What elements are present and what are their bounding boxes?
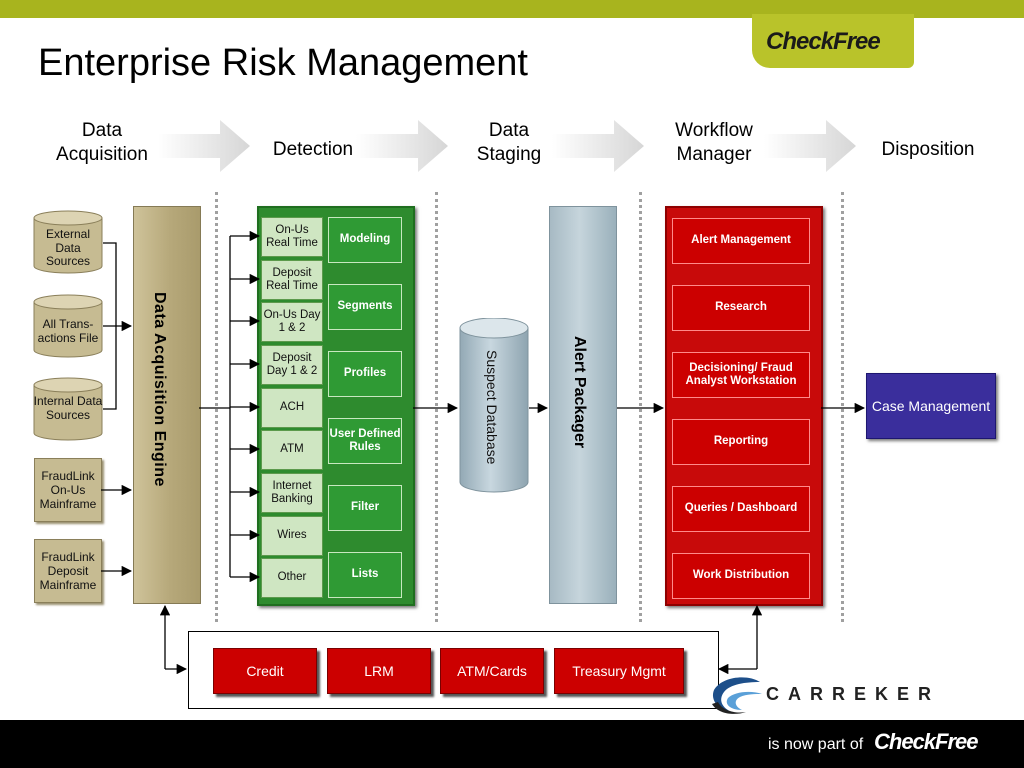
channel-other: Other [261, 558, 323, 598]
channel-atm: ATM [261, 430, 323, 470]
stage-data-staging: Data Staging [476, 120, 542, 165]
source-cylinder-transactions [33, 294, 103, 358]
source-cylinder-internal [33, 377, 103, 441]
source-fraudlink-deposit: FraudLink Deposit Mainframe [34, 539, 102, 603]
workflow-panel [665, 206, 823, 606]
data-acquisition-engine [133, 206, 201, 604]
source-internal-label: Internal Data Sources [33, 394, 103, 422]
source-transactions-label: All Trans-actions File [37, 317, 99, 345]
carreker-wordmark: CARREKER [766, 684, 941, 704]
channel-ach: ACH [261, 388, 323, 428]
source-fraudlink-onus: FraudLink On-Us Mainframe [34, 458, 102, 522]
stage-arrow-2 [356, 120, 448, 172]
stage-arrow-4 [764, 120, 856, 172]
footer-is-now-part-of: is now part of [768, 736, 864, 753]
separator-4 [841, 192, 844, 622]
channel-onus-day: On-Us Day 1 & 2 [261, 302, 323, 342]
case-management: Case Management [866, 373, 996, 439]
workflow-research: Research [672, 285, 810, 331]
channel-onus-realtime: On-Us Real Time [261, 217, 323, 257]
alert-packager [549, 206, 617, 604]
suspect-database-cylinder [459, 318, 529, 493]
source-external-label: External Data Sources [45, 227, 91, 268]
technique-lists: Lists [328, 552, 402, 598]
swoosh-logo-icon [712, 677, 762, 714]
channel-wires: Wires [261, 516, 323, 556]
stage-arrow-3 [552, 120, 644, 172]
module-credit: Credit [213, 648, 317, 694]
alert-packager-label: Alert Packager [571, 336, 588, 449]
separator-3 [639, 192, 642, 622]
separator-1 [215, 192, 218, 622]
source-cylinder-external [33, 210, 103, 274]
technique-profiles: Profiles [328, 351, 402, 397]
suspect-database-label: Suspect Database [484, 350, 500, 465]
technique-filter: Filter [328, 485, 402, 531]
technique-modeling: Modeling [328, 217, 402, 263]
checkfree-logo: CheckFree [766, 28, 881, 55]
stage-arrow-1 [158, 120, 250, 172]
stage-disposition: Disposition [881, 139, 975, 160]
page-title: Enterprise Risk Management [38, 42, 528, 84]
channel-deposit-day: Deposit Day 1 & 2 [261, 345, 323, 385]
workflow-queries-dashboard: Queries / Dashboard [672, 486, 810, 532]
separator-2 [435, 192, 438, 622]
workflow-alert-management: Alert Management [672, 218, 810, 264]
top-accent-bar [0, 0, 1024, 18]
channel-deposit-realtime: Deposit Real Time [261, 260, 323, 300]
module-treasury-mgmt: Treasury Mgmt [554, 648, 684, 694]
module-atm-cards: ATM/Cards [440, 648, 544, 694]
workflow-reporting: Reporting [672, 419, 810, 465]
workflow-work-distribution: Work Distribution [672, 553, 810, 599]
workflow-decisioning: Decisioning/ Fraud Analyst Workstation [672, 352, 810, 398]
stage-workflow-manager: Workflow Manager [675, 120, 753, 165]
channel-internet-banking: Internet Banking [261, 473, 323, 513]
module-lrm: LRM [327, 648, 431, 694]
stage-detection: Detection [272, 139, 354, 160]
stage-data-acquisition: Data Acquisition [56, 120, 148, 165]
engine-label: Data Acquisition Engine [151, 292, 168, 487]
technique-segments: Segments [328, 284, 402, 330]
footer-bar [0, 720, 1024, 768]
footer-checkfree-logo: CheckFree [874, 729, 979, 754]
checkfree-logo-tab: CheckFree [752, 14, 914, 68]
technique-user-defined-rules: User Defined Rules [328, 418, 402, 464]
